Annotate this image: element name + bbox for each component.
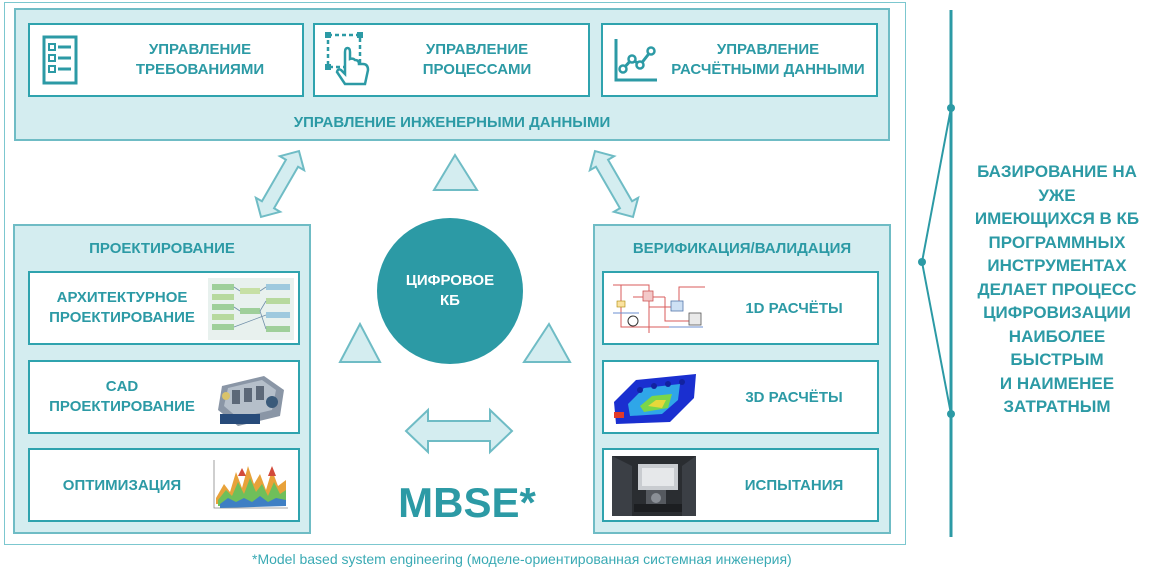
mbse-label: MBSE* bbox=[398, 479, 536, 526]
side-statement: БАЗИРОВАНИЕ НА УЖЕ ИМЕЮЩИХСЯ В КБ ПРОГРА… bbox=[974, 162, 1140, 416]
top-triangle bbox=[432, 153, 479, 191]
testing-label: ИСПЫТАНИЯ bbox=[744, 477, 844, 494]
1d-calculations-card: 1D РАСЧЁТЫ bbox=[602, 271, 879, 345]
3d-fea-thumbnail bbox=[610, 368, 700, 428]
cad-design-card: CAD ПРОЕКТИРОВАНИЕ bbox=[28, 360, 300, 434]
engine-cad-thumbnail bbox=[208, 366, 294, 430]
right-triangle bbox=[522, 322, 572, 363]
1d-calculations-label: 1D РАСЧЁТЫ bbox=[745, 300, 843, 317]
architecture-design-label: АРХИТЕКТУРНОЕ ПРОЕКТИРОВАНИЕ bbox=[49, 289, 195, 326]
cad-design-label: CAD ПРОЕКТИРОВАНИЕ bbox=[49, 378, 195, 415]
requirements-management-card: УПРАВЛЕНИЕ ТРЕБОВАНИЯМИ bbox=[28, 23, 304, 97]
design-data-double-arrow bbox=[254, 149, 306, 219]
optimization-card: ОПТИМИЗАЦИЯ bbox=[28, 448, 300, 522]
architecture-design-card: АРХИТЕКТУРНОЕ ПРОЕКТИРОВАНИЕ bbox=[28, 271, 300, 345]
3d-calculations-card: 3D РАСЧЁТЫ bbox=[602, 360, 879, 434]
design-panel-title: ПРОЕКТИРОВАНИЕ bbox=[89, 240, 235, 257]
3d-calculations-label: 3D РАСЧЁТЫ bbox=[745, 389, 843, 406]
verification-validation-panel-title: ВЕРИФИКАЦИЯ/ВАЛИДАЦИЯ bbox=[632, 240, 852, 257]
testing-photo-thumbnail bbox=[612, 456, 696, 516]
checklist-icon bbox=[42, 35, 78, 85]
engineering-data-management-label: УПРАВЛЕНИЕ ИНЖЕНЕРНЫМИ ДАННЫМИ bbox=[293, 114, 611, 131]
1d-schematic-thumbnail bbox=[609, 277, 709, 341]
line-chart-icon bbox=[614, 39, 657, 82]
hand-pointer-icon bbox=[325, 32, 370, 86]
optimization-label: ОПТИМИЗАЦИЯ bbox=[62, 477, 182, 494]
calculation-data-management-label: УПРАВЛЕНИЕ РАСЧЁТНЫМИ ДАННЫМИ bbox=[671, 41, 865, 78]
left-triangle bbox=[338, 321, 382, 363]
mbse-footnote: *Model based system engineering (моделе-… bbox=[252, 551, 792, 567]
digital-design-bureau-label: ЦИФРОВОЕ КБ bbox=[405, 272, 495, 309]
calculation-data-management-card: УПРАВЛЕНИЕ РАСЧЁТНЫМИ ДАННЫМИ bbox=[601, 23, 878, 97]
process-management-label: УПРАВЛЕНИЕ ПРОЦЕССАМИ bbox=[422, 41, 532, 78]
side-bracket bbox=[918, 10, 955, 537]
process-management-card: УПРАВЛЕНИЕ ПРОЦЕССАМИ bbox=[313, 23, 590, 97]
architecture-diagram-thumbnail bbox=[208, 278, 294, 340]
requirements-management-label: УПРАВЛЕНИЕ ТРЕБОВАНИЯМИ bbox=[135, 41, 265, 78]
design-verification-double-arrow bbox=[404, 407, 514, 455]
testing-card: ИСПЫТАНИЯ bbox=[602, 448, 879, 522]
verification-data-double-arrow bbox=[588, 149, 640, 219]
optimization-surface-thumbnail bbox=[208, 454, 294, 518]
digital-design-bureau-circle: ЦИФРОВОЕ КБ bbox=[377, 218, 523, 364]
